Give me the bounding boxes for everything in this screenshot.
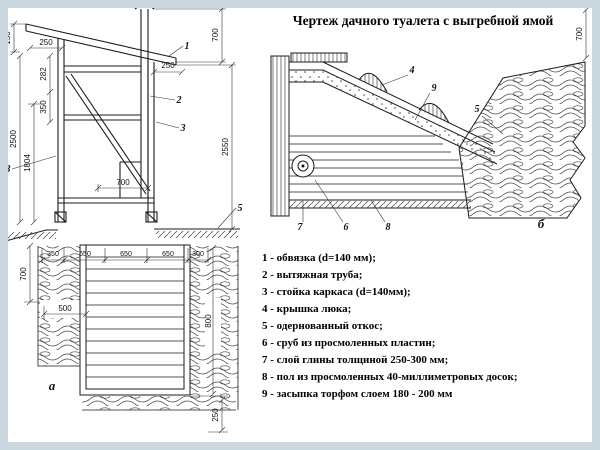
dim-2550: 2550 (221, 138, 230, 156)
dim-row-650b: 650 (120, 251, 132, 258)
legend-item-3: 3 - стойка каркаса (d=140мм); (262, 286, 411, 298)
callout-6: 6 (344, 222, 349, 233)
beam-diagonals (54, 211, 158, 223)
right-wall (147, 60, 155, 222)
log-end-inner (297, 160, 309, 172)
bottom-hatch (289, 201, 471, 208)
roof (25, 23, 177, 66)
dim-row-350: 350 (47, 251, 59, 258)
callout-5: 5 (238, 203, 243, 214)
callout-3-left: 3 (5, 164, 11, 175)
soil-boundaries (37, 246, 239, 411)
legend-item-9: 9 - засыпка торфом слоем 180 - 200 мм (262, 388, 453, 400)
callout-1: 1 (185, 41, 190, 52)
log-end-core (301, 164, 305, 168)
legend-item-6: 6 - сруб из просмоленных пластин; (262, 337, 436, 349)
dim-row-650c: 650 (162, 251, 174, 258)
pit-logs (86, 256, 184, 378)
left-wall (57, 38, 65, 222)
dim-250-bottom: 250 (211, 408, 220, 422)
dim-800: 800 (204, 314, 213, 328)
dim-700-depth: 700 (19, 267, 28, 281)
wall-post-section (270, 55, 290, 217)
dim-line (582, 6, 590, 62)
main-section-drawing: 150 250 282 350 2500 1804 700 2550 250 7… (1, 1, 243, 434)
dim-1804: 1804 (23, 154, 32, 172)
dimension-labels: 150 250 282 350 2500 1804 700 2550 250 7… (3, 28, 230, 422)
base-beam-left (54, 211, 67, 223)
dim-250-right: 250 (161, 61, 175, 70)
base-beam-right (145, 211, 158, 223)
dim-700-roof: 700 (211, 28, 220, 42)
view-label-a: а (49, 378, 56, 393)
callout-9: 9 (432, 83, 437, 94)
dim-150: 150 (3, 31, 12, 45)
floor (58, 197, 154, 204)
legend-item-4: 4 - крышка люка; (262, 303, 352, 315)
legend: 1 - обвязка (d=140 мм); 2 - вытяжная тру… (262, 250, 592, 403)
sod-slope-mass (458, 61, 586, 219)
pit-outer (79, 244, 191, 396)
peat-layer (289, 70, 497, 164)
ground-hatch-right (156, 231, 238, 238)
dim-350: 350 (39, 100, 48, 114)
dim-282: 282 (39, 67, 48, 81)
legend-item-5: 5 - одернованный откос; (262, 320, 383, 332)
dim-700-floor: 700 (116, 178, 130, 187)
dim-700-detail: 700 (575, 27, 584, 41)
dim-2500: 2500 (9, 130, 18, 148)
callout-2: 2 (176, 95, 182, 106)
brace (65, 73, 151, 195)
legend-item-1: 1 - обвязка (d=140 мм); (262, 252, 376, 264)
hatch-hump-2 (418, 102, 450, 124)
detail-callout-labels: 4 9 5 6 7 8 б (298, 65, 545, 233)
legend-item-2: 2 - вытяжная труба; (262, 269, 363, 281)
dim-500: 500 (58, 304, 72, 313)
detail-section-drawing: 4 9 5 6 7 8 б (270, 52, 586, 233)
mid-rail (64, 114, 141, 121)
callout-3: 3 (180, 123, 186, 134)
callout-8: 8 (386, 222, 391, 233)
dimension-lines (10, 5, 236, 434)
detail-structure (270, 52, 586, 219)
dim-row-650a: 650 (79, 251, 91, 258)
ground-hatch-left (4, 232, 56, 239)
soil-texture (38, 246, 238, 410)
vent-pipe (134, 1, 155, 198)
hatch-hump-1 (358, 72, 388, 93)
outhouse-structure (25, 1, 177, 223)
plank-rows (289, 135, 468, 193)
top-hatch-band (290, 52, 348, 63)
callout-7: 7 (298, 222, 304, 233)
legend-item-7: 7 - слой глины толщиной 250-300 мм; (262, 354, 449, 366)
callout-4: 4 (409, 65, 415, 76)
seat (119, 161, 141, 198)
drawing-title: Чертеж дачного туалета с выгребной ямой (292, 13, 554, 28)
callout-leaders (11, 45, 237, 229)
legend-item-8: 8 - пол из просмоленных 40-миллиметровых… (262, 371, 518, 383)
detail-top-dimension: 700 (575, 6, 590, 62)
dim-row-300: 300 (192, 251, 204, 258)
dim-250-top: 250 (39, 38, 53, 47)
detail-callout-leaders (302, 74, 504, 223)
view-label-b: б (538, 216, 545, 231)
callout-5-detail: 5 (475, 104, 480, 115)
top-rail (64, 65, 141, 73)
